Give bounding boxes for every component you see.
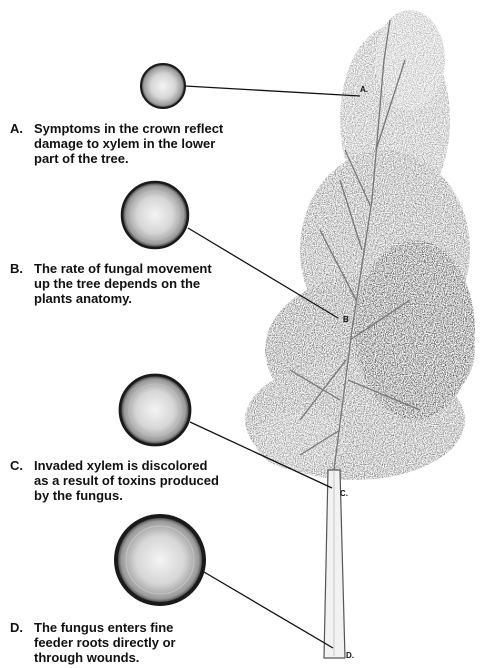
note-a-line-2: damage to xylem in the lower [10, 136, 223, 151]
note-d-line-1: The fungus enters fine [34, 620, 173, 635]
note-c-letter: C. [10, 458, 34, 473]
note-b-line-3: plants anatomy. [10, 291, 212, 306]
tag-c: C. [340, 489, 348, 498]
cross-section-d [116, 516, 204, 604]
note-d: D.The fungus enters fine feeder roots di… [10, 620, 176, 665]
note-b: B.The rate of fungal movement up the tre… [10, 261, 212, 306]
cross-section-a [141, 64, 185, 108]
note-c-line-3: by the fungus. [10, 488, 219, 503]
tag-b: B [343, 315, 349, 324]
note-d-line-3: through wounds. [10, 650, 176, 665]
note-a: A.Symptoms in the crown reflect damage t… [10, 121, 223, 166]
note-c-line-2: as a result of toxins produced [10, 473, 219, 488]
note-c: C.Invaded xylem is discolored as a resul… [10, 458, 219, 503]
note-a-letter: A. [10, 121, 34, 136]
cross-section-b [122, 182, 188, 248]
note-a-line-3: part of the tree. [10, 151, 223, 166]
note-c-line-1: Invaded xylem is discolored [34, 458, 207, 473]
note-a-line-1: Symptoms in the crown reflect [34, 121, 223, 136]
tag-a: A. [360, 85, 368, 94]
note-d-letter: D. [10, 620, 34, 635]
cross-section-c [120, 375, 190, 445]
tree-trunk [324, 470, 345, 658]
note-b-line-1: The rate of fungal movement [34, 261, 212, 276]
note-d-line-2: feeder roots directly or [10, 635, 176, 650]
note-b-line-2: up the tree depends on the [10, 276, 212, 291]
note-b-letter: B. [10, 261, 34, 276]
tag-d: D. [346, 651, 354, 660]
